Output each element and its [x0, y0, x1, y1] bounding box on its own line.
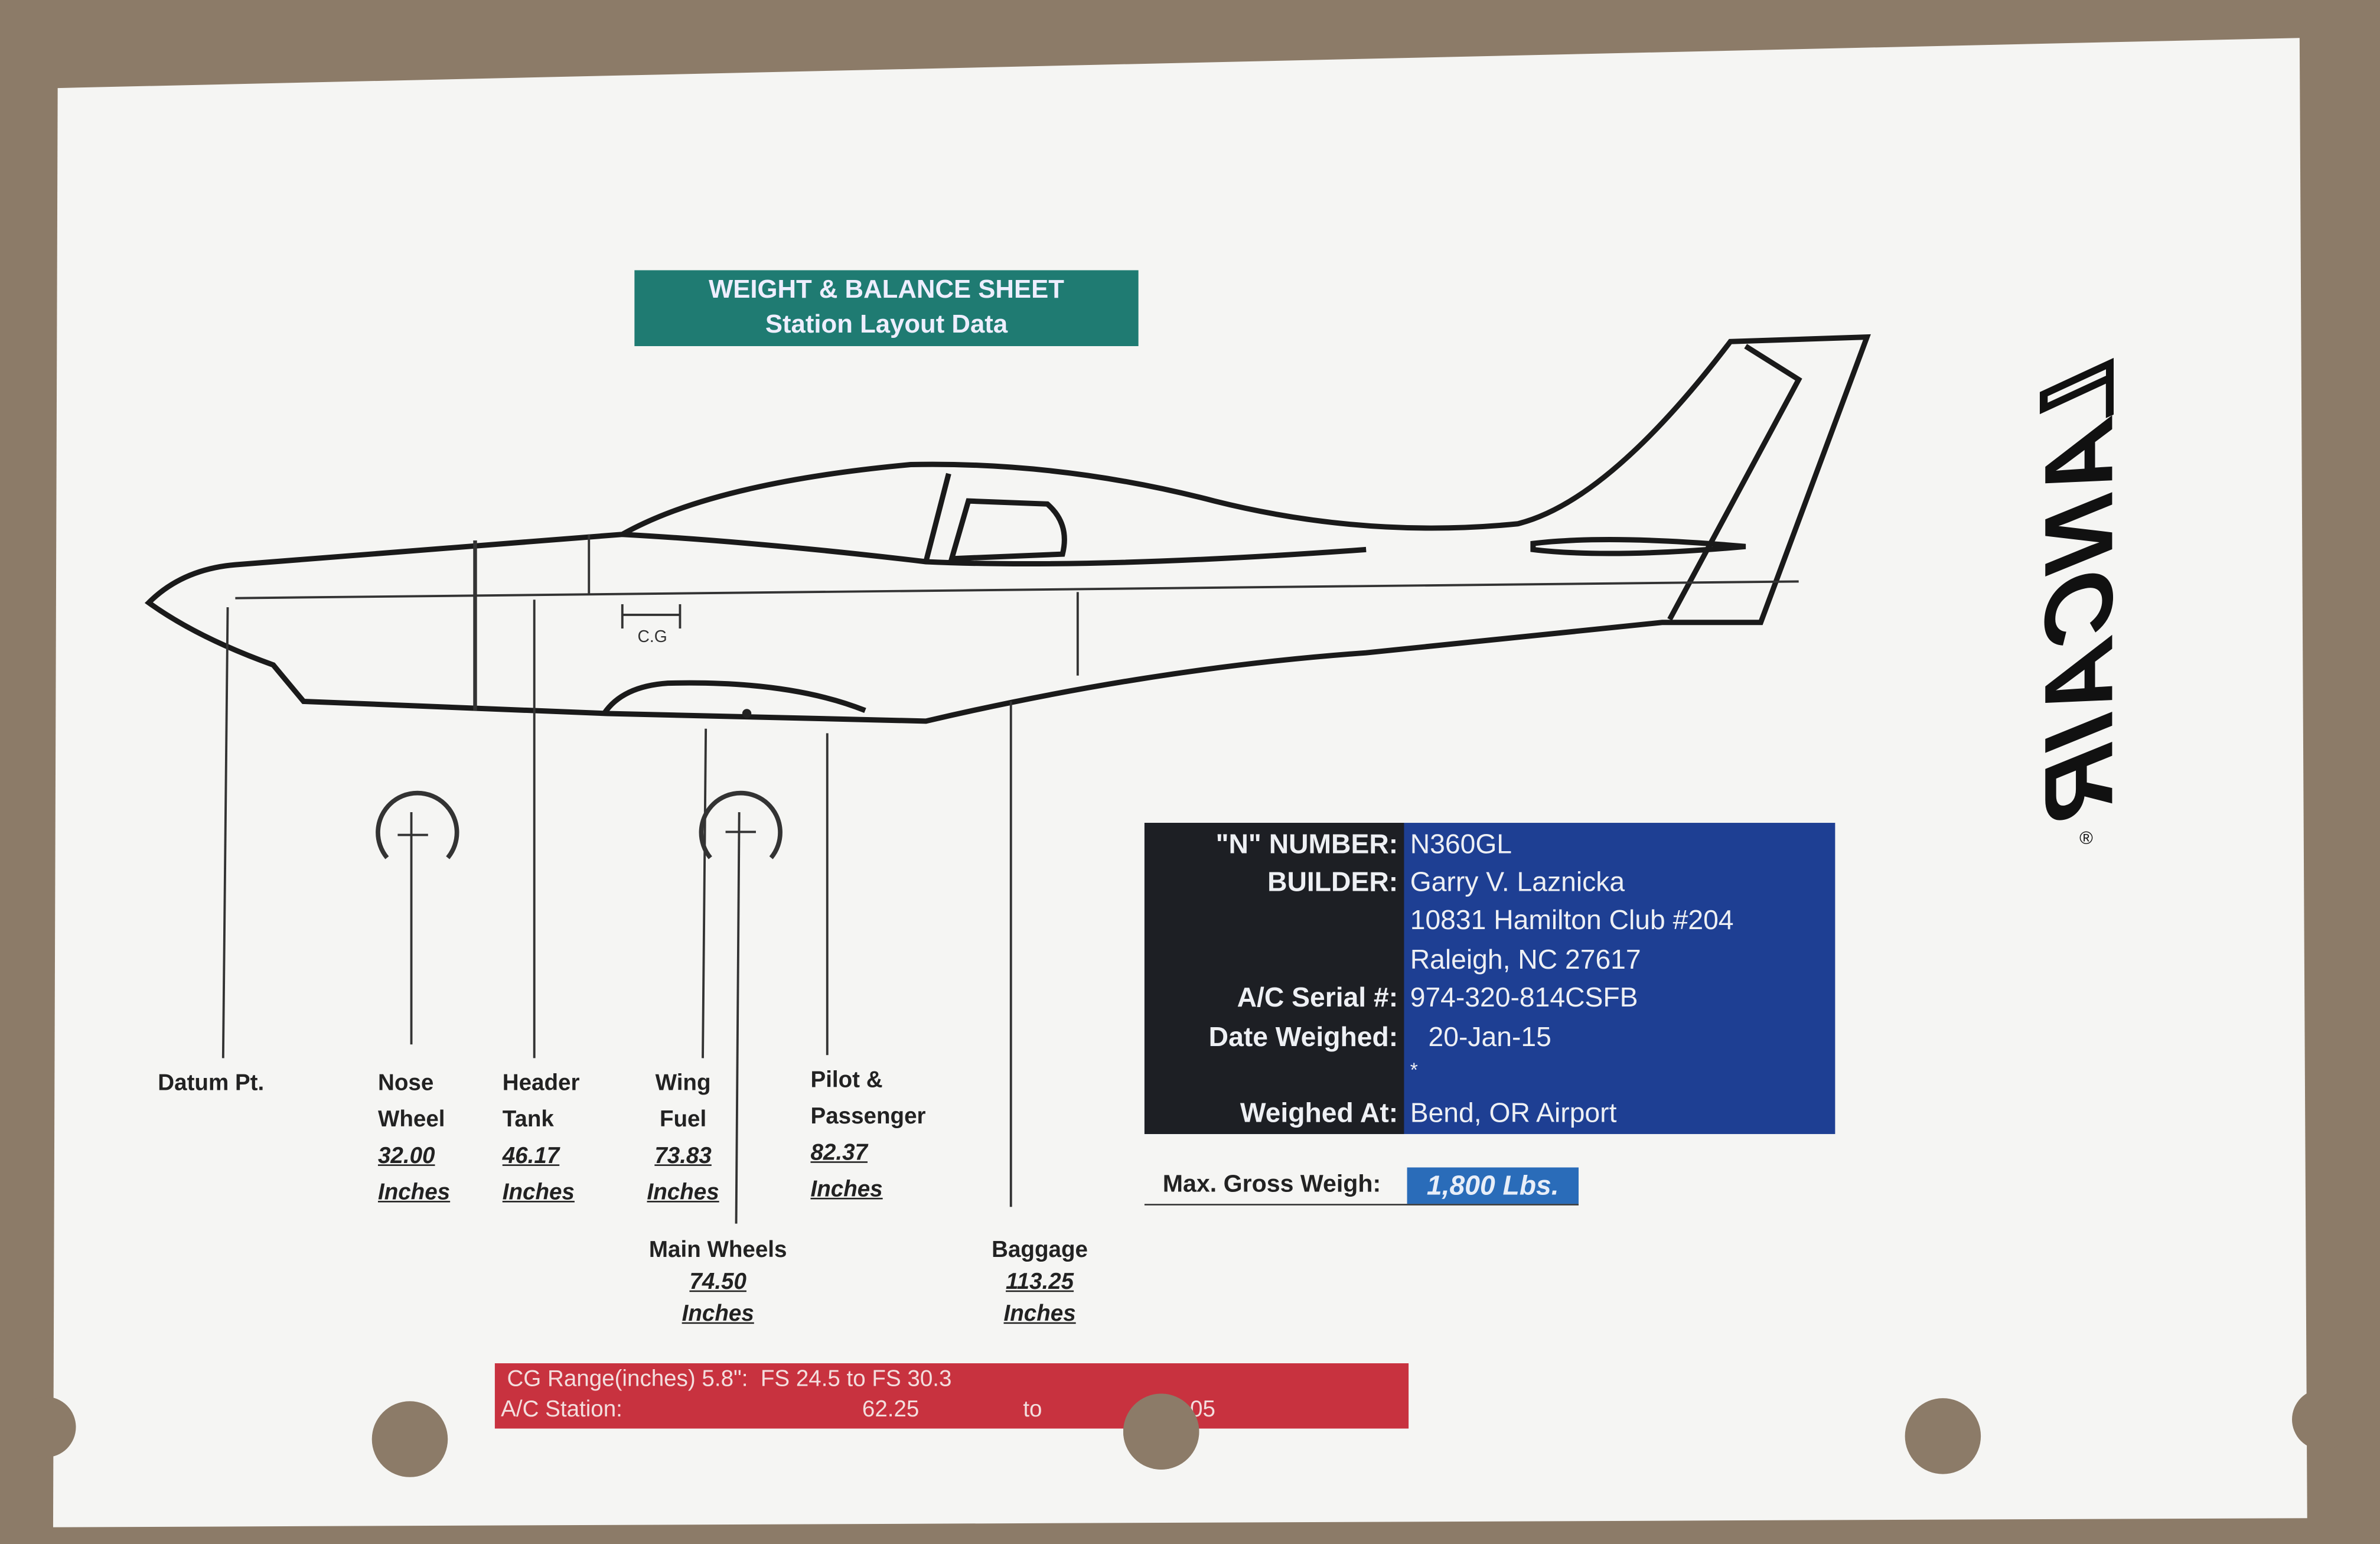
reference-lines	[235, 534, 1799, 711]
station-value: 113.25	[1006, 1269, 1074, 1295]
registered-mark: ®	[2079, 827, 2093, 849]
station-to-word: to	[1023, 1396, 1042, 1423]
lancair-logo: 𝕃ANCAIR ®	[1973, 273, 2170, 881]
station-label: A/C Station:	[501, 1396, 622, 1423]
station-unit: Inches	[502, 1180, 575, 1206]
cg-mark: C.G	[637, 627, 667, 646]
station-value: 32.00	[377, 1143, 435, 1170]
date-value: 20-Jan-15	[1428, 1021, 1551, 1053]
cg-range-banner: CG Range(inches) 5.8": FS 24.5 to FS 30.…	[494, 1363, 1409, 1429]
builder-label: BUILDER:	[1267, 867, 1398, 897]
station-unit: Inches	[1003, 1301, 1076, 1327]
builder-address-line2: Raleigh, NC 27617	[1410, 944, 1641, 975]
station-unit: Inches	[377, 1180, 451, 1206]
max-gross-value: 1,800 Lbs.	[1407, 1167, 1579, 1204]
station-name: Wing Fuel	[655, 1070, 711, 1133]
paper-sheet	[53, 38, 2307, 1527]
station-datum: Datum Pt.	[158, 1066, 264, 1102]
station-from: 62.25	[862, 1396, 920, 1423]
max-gross-label: Max. Gross Weigh:	[1162, 1172, 1381, 1198]
serial-label: A/C Serial #:	[1237, 982, 1398, 1013]
cg-range-text: CG Range(inches) 5.8": FS 24.5 to FS 30.…	[507, 1366, 952, 1392]
station-name: Main Wheels	[648, 1237, 787, 1263]
title-banner: WEIGHT & BALANCE SHEET Station Layout Da…	[634, 270, 1139, 347]
sheet-title: WEIGHT & BALANCE SHEET	[708, 275, 1064, 304]
station-name: Pilot & Passenger	[810, 1067, 926, 1130]
station-value: 46.17	[502, 1143, 560, 1170]
serial-value: 974-320-814CSFB	[1410, 982, 1638, 1013]
station-name: Header Tank	[502, 1070, 580, 1133]
station-name: Datum Pt.	[158, 1070, 265, 1096]
station-name: Baggage	[992, 1237, 1088, 1263]
sheet-subtitle: Station Layout Data	[765, 310, 1008, 339]
builder-address-line1: 10831 Hamilton Club #204	[1410, 904, 1734, 936]
station-name: Nose Wheel	[377, 1070, 445, 1133]
logo-wordmark: 𝕃ANCAIR	[2024, 345, 2134, 832]
n-number-label: "N" NUMBER:	[1215, 829, 1398, 859]
date-label: Date Weighed:	[1208, 1021, 1398, 1053]
airplane-outline	[144, 334, 1871, 724]
station-unit: Inches	[647, 1180, 719, 1206]
station-value: 82.37	[810, 1140, 868, 1166]
station-arrows	[221, 600, 1012, 1224]
aircraft-info-box: "N" NUMBER: N360GL BUILDER: Garry V. Lazni…	[1144, 823, 1835, 1134]
note-asterisk: *	[1410, 1058, 1418, 1081]
wheel-icons	[376, 790, 783, 859]
builder-value: Garry V. Laznicka	[1410, 867, 1625, 897]
station-value: 74.50	[689, 1269, 746, 1295]
n-number-value: N360GL	[1410, 829, 1512, 859]
station-value: 73.83	[654, 1143, 712, 1170]
max-gross-underline	[1144, 1204, 1579, 1206]
binder-hole-overlay	[1123, 1393, 1199, 1470]
station-unit: Inches	[810, 1176, 883, 1203]
weighed-at-value: Bend, OR Airport	[1410, 1097, 1617, 1128]
weighed-at-label: Weighed At:	[1240, 1097, 1398, 1128]
station-unit: Inches	[682, 1301, 754, 1327]
